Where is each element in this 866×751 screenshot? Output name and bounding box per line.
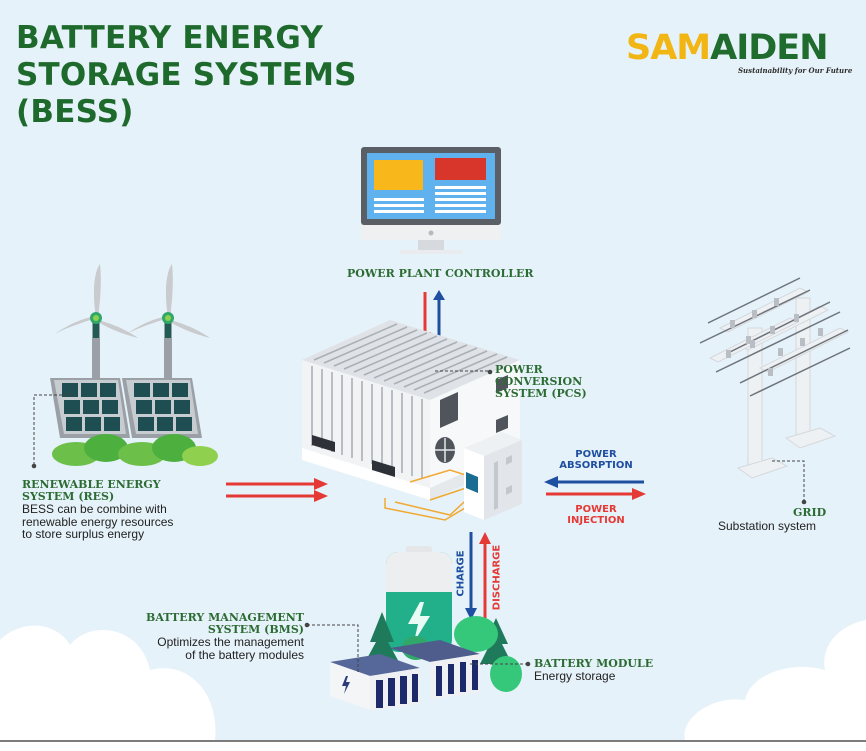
res-to-pcs-arrows [226, 478, 328, 502]
res-label: RENEWABLE ENERGY SYSTEM (RES) BESS can b… [22, 479, 173, 541]
logo-part-aiden: AIDEN [710, 28, 828, 68]
res-title-line: RENEWABLE ENERGY [22, 478, 161, 491]
res-desc-line: renewable energy resources [22, 514, 174, 529]
wind-turbine-icon [52, 264, 210, 388]
bottom-border [0, 740, 866, 751]
bms-leader-line [304, 622, 359, 674]
cloud-left-decoration [0, 625, 216, 740]
bms-title-line: SYSTEM (BMS) [207, 623, 304, 636]
res-desc-line: to store surplus energy [22, 527, 145, 541]
power-flow-arrows [544, 476, 646, 500]
battery-module-rack-icon [330, 640, 480, 710]
battery-module-label: BATTERY MODULE Energy storage [534, 658, 653, 683]
pcs-label: POWER CONVERSION SYSTEM (PCS) [495, 364, 587, 400]
power-injection-line: INJECTION [567, 515, 625, 526]
res-desc-line: BESS can be combine with [22, 502, 167, 516]
pcs-label-line: CONVERSION [495, 375, 583, 388]
pcs-leader-dot [487, 369, 493, 375]
power-injection-line: POWER [575, 504, 617, 515]
title-line: (BESS) [16, 94, 134, 130]
logo-tagline: Sustainability for Our Future [738, 66, 853, 75]
solar-panel-icon [50, 378, 218, 466]
title-line: STORAGE SYSTEMS [16, 57, 357, 93]
battery-module-title: BATTERY MODULE [534, 657, 654, 670]
bms-title-line: BATTERY MANAGEMENT [146, 611, 304, 624]
pcs-container-icon [302, 320, 520, 521]
charge-discharge-arrows [465, 532, 491, 620]
page-title: BATTERY ENERGY STORAGE SYSTEMS (BESS) [16, 20, 357, 131]
brand-logo[interactable]: SAMAIDEN Sustainability for Our Future [626, 28, 852, 75]
grid-desc: Substation system [718, 519, 817, 533]
battery-module-leader-line [470, 661, 531, 667]
logo-part-sam: SAM [626, 28, 711, 68]
inverter-cabinet-icon [464, 432, 522, 520]
discharge-label: DISCHARGE [491, 544, 503, 611]
grid-label: GRID [793, 506, 827, 519]
res-title-line: SYSTEM (RES) [22, 490, 115, 503]
grid-leader-line [772, 460, 807, 505]
bms-label: BATTERY MANAGEMENT SYSTEM (BMS) Optimize… [140, 612, 304, 661]
computer-monitor-icon [361, 147, 501, 254]
res-leader-line [31, 394, 72, 469]
title-line: BATTERY ENERGY [16, 20, 323, 56]
power-absorption-line: POWER [575, 449, 617, 460]
power-injection-label: POWER INJECTION [556, 504, 636, 526]
bms-desc-line: of the battery modules [185, 647, 304, 662]
cloud-right-decoration [684, 620, 866, 740]
charge-label: CHARGE [455, 550, 467, 597]
bms-desc-line: Optimizes the management [157, 635, 304, 649]
power-absorption-label: POWER ABSORPTION [556, 449, 636, 471]
ppc-label: POWER PLANT CONTROLLER [347, 267, 534, 280]
battery-module-desc: Energy storage [534, 669, 616, 683]
power-absorption-line: ABSORPTION [559, 460, 633, 471]
power-pole-icon [699, 277, 851, 479]
pcs-label-line: POWER [495, 363, 543, 376]
battery-bolt-icon [386, 546, 452, 652]
pcs-label-line: SYSTEM (PCS) [495, 387, 587, 400]
